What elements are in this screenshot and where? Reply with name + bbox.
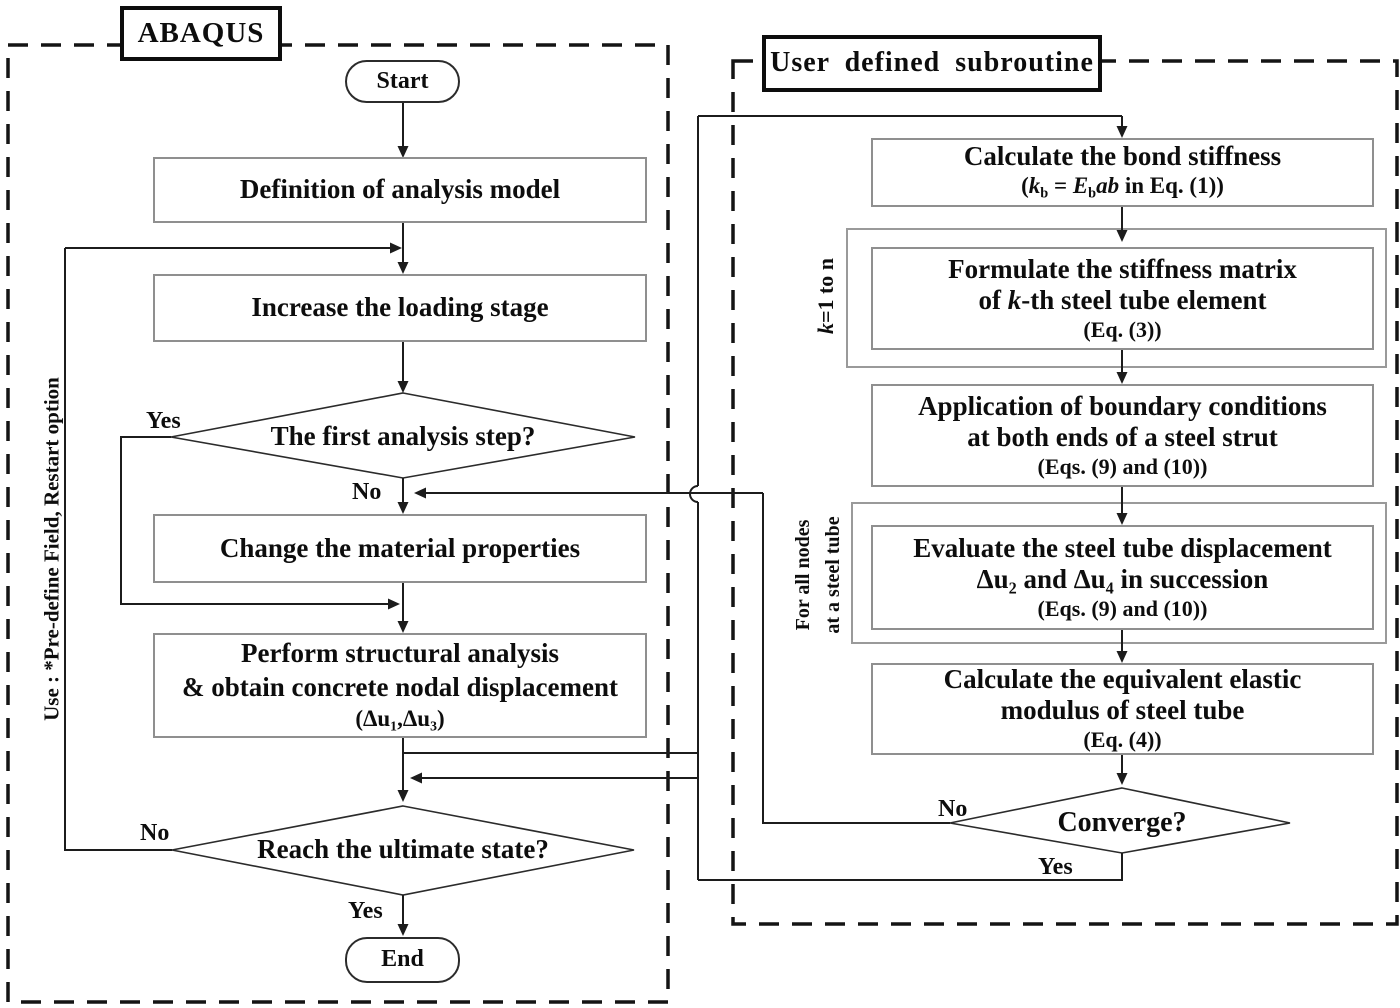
abaqus-title-box: ABAQUS — [120, 6, 282, 61]
eq-ab: ab — [1096, 173, 1120, 199]
evaluate-line1: Evaluate the steel tube displacement — [913, 532, 1332, 563]
definition-step: Definition of analysis model — [153, 157, 647, 223]
first-step-decision-text: The first analysis step? — [270, 421, 536, 451]
subroutine-title-box: User defined subroutine — [762, 35, 1102, 92]
evaluate-displacement-step: Evaluate the steel tube displacement Δu₂… — [871, 525, 1374, 630]
start-terminal: Start — [345, 60, 460, 103]
restart-option-sidenote: Use : *Pre-define Field, Restart option — [39, 377, 64, 721]
eq-equals: = — [1048, 173, 1073, 199]
loop-k-rect — [846, 228, 1387, 368]
perform-line1: Perform structural analysis — [241, 638, 559, 669]
perform-analysis-step: Perform structural analysis & obtain con… — [153, 633, 647, 738]
eq-E: E — [1072, 173, 1089, 199]
boundary-eq-ref: (Eqs. (9) and (10)) — [1037, 453, 1208, 479]
bond-stiffness-equation: (kb = Ebab in Eq. (1)) — [1021, 172, 1224, 203]
start-label: Start — [376, 67, 429, 94]
formulate-kth: -th steel tube element — [1021, 284, 1267, 315]
loop-k-var: k — [813, 323, 838, 335]
boundary-line2: at both ends of a steel strut — [967, 421, 1278, 452]
first-step-no-label: No — [352, 479, 382, 505]
perform-displacements: (Δu₁,Δu₃) — [355, 705, 445, 731]
loop-nodes-line2: at a steel tube — [822, 516, 844, 634]
formulate-k: k — [1007, 284, 1022, 315]
formulate-line1: Formulate the stiffness matrix — [948, 253, 1297, 284]
bond-stiffness-label: Calculate the bond stiffness — [963, 141, 1282, 172]
loop-nodes-rect — [851, 502, 1387, 644]
loop-k-range: =1 to n — [813, 257, 838, 324]
connector-lines — [64, 103, 1123, 925]
ultimate-yes-label: Yes — [348, 898, 383, 924]
eq-k: k — [1028, 173, 1041, 199]
converge-no-label: No — [938, 796, 968, 822]
subroutine-title: User defined subroutine — [770, 47, 1094, 79]
formulate-stiffness-step: Formulate the stiffness matrix of k-th s… — [871, 247, 1374, 350]
ultimate-decision-text: Reach the ultimate state? — [257, 834, 549, 864]
boundary-conditions-step: Application of boundary conditions at bo… — [871, 384, 1374, 487]
loop-nodes-line1: For all nodes — [792, 519, 814, 631]
loop-nodes-label: For all nodes at a steel tube — [788, 516, 848, 633]
increase-loading-label: Increase the loading stage — [251, 292, 549, 323]
evaluate-line2: Δu₂ and Δu₄ in succession — [976, 563, 1269, 594]
change-material-step: Change the material properties — [153, 514, 647, 583]
eq-open: ( — [1021, 173, 1029, 199]
arrowheads — [388, 126, 1128, 936]
ultimate-no-label: No — [140, 820, 170, 846]
evaluate-eq-ref: (Eqs. (9) and (10)) — [1037, 595, 1208, 621]
end-label: End — [381, 946, 424, 973]
elastic-modulus-step: Calculate the equivalent elastic modulus… — [871, 663, 1374, 755]
formulate-of: of — [978, 284, 1008, 315]
abaqus-dashed-frame — [6, 43, 670, 1004]
first-step-yes-label: Yes — [146, 408, 181, 434]
end-terminal: End — [345, 937, 460, 983]
eq-k-sub: b — [1040, 185, 1049, 202]
eq-E-sub: b — [1088, 185, 1097, 202]
change-material-label: Change the material properties — [219, 532, 581, 563]
modulus-line2: modulus of steel tube — [1000, 695, 1245, 726]
formulate-line2: of k-th steel tube element — [979, 285, 1267, 316]
boundary-line1: Application of boundary conditions — [918, 390, 1327, 421]
modulus-eq-ref: (Eq. (4)) — [1083, 727, 1162, 753]
loop-k-label: k=1 to n — [813, 258, 839, 334]
definition-label: Definition of analysis model — [239, 174, 561, 205]
modulus-line1: Calculate the equivalent elastic — [943, 664, 1302, 695]
perform-line2: & obtain concrete nodal displacement — [182, 672, 618, 703]
converge-decision-text: Converge? — [1057, 807, 1187, 838]
converge-yes-label: Yes — [1038, 854, 1073, 880]
eq-rest: in Eq. (1)) — [1119, 173, 1224, 199]
abaqus-title: ABAQUS — [137, 16, 265, 49]
increase-loading-step: Increase the loading stage — [153, 274, 647, 342]
bond-stiffness-step: Calculate the bond stiffness (kb = Ebab … — [871, 138, 1374, 207]
formulate-eq-ref: (Eq. (3)) — [1083, 316, 1162, 342]
